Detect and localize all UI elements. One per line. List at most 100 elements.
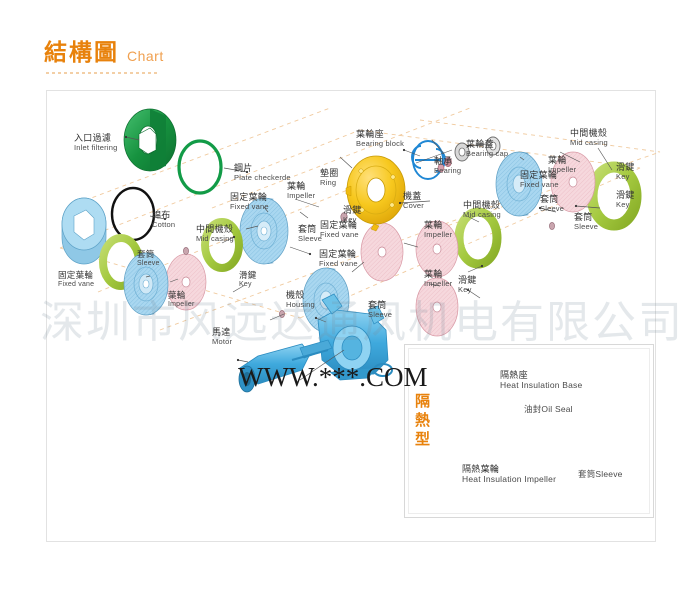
title-underline	[46, 72, 158, 74]
label-en: Fixed vane	[319, 259, 358, 269]
inlet-filter-part	[123, 108, 177, 172]
label-cn: 棉布	[152, 211, 171, 221]
label-cn: 葉輪	[424, 270, 443, 280]
label-sleeve-4: 套筒 Sleeve	[368, 301, 393, 320]
cover-part	[345, 155, 406, 232]
plate-checkerde-part	[177, 139, 223, 195]
fixed-vane-right-part	[495, 151, 543, 217]
label-impeller-left-lower: 葉輪 Impeller	[168, 292, 195, 308]
label-en: Key	[616, 200, 630, 210]
cotton-part	[110, 186, 156, 242]
label-heat-insulation-base: 隔熱座 Heat Insulation Base	[500, 371, 583, 391]
label-cn: 葉輪	[424, 221, 443, 231]
label-cn: 固定葉輪	[320, 221, 358, 231]
label-ring-1: 墊圈 Ring	[320, 169, 339, 187]
label-cn: 隔熱葉輪	[462, 465, 500, 475]
label-cotton: 棉布 Cotton	[152, 211, 175, 229]
bearing-part	[454, 142, 470, 162]
label-key-2: 滑鍵 Key	[616, 163, 635, 182]
label-en: Key	[343, 215, 357, 225]
label-en: Key	[458, 285, 472, 295]
label-cn: 固定葉輪	[319, 250, 357, 260]
label-heat-insulation-impeller: 隔熱葉輪 Heat Insulation Impeller	[462, 465, 557, 485]
label-cn: 套筒	[574, 213, 593, 223]
label-sleeve-3: 套筒 Sleeve	[574, 213, 598, 231]
label-bearing-block: 葉輪座 Bearing block	[356, 130, 405, 149]
page-title: 結構圖 Chart	[44, 42, 164, 65]
motor-part	[238, 339, 333, 393]
label-en: Mid casing	[196, 234, 234, 244]
label-en: Impeller	[548, 165, 577, 175]
label-key-1: 滑鍵 Key	[343, 206, 362, 225]
label-cn: 隔熱座	[500, 371, 528, 381]
label-impeller-4: 葉輪 Impeller	[424, 270, 452, 288]
label-fixed-vane-3: 固定葉輪 Fixed vane	[520, 171, 559, 189]
mid-casing-1-part	[61, 197, 107, 265]
label-en: 油封Oil Seal	[524, 404, 573, 414]
label-cn: 固定葉輪	[58, 271, 94, 281]
impeller-right-part	[550, 151, 596, 213]
label-en: Impeller	[424, 230, 453, 240]
label-cn: 滑鍵	[239, 271, 257, 281]
label-cn: 墊圈	[320, 169, 339, 179]
label-en: Motor	[212, 337, 233, 347]
label-en: Bearing block	[356, 139, 405, 149]
label-cn: 葉輪	[168, 291, 186, 301]
label-cn: 機蓋	[403, 192, 422, 202]
label-en: Bearing cap	[466, 149, 509, 159]
label-en: Fixed vane	[320, 230, 359, 240]
label-impeller-1: 葉輪 Impeller	[287, 182, 315, 200]
label-key-4: 滑鍵 Key	[458, 276, 477, 295]
label-en: Key	[616, 172, 630, 182]
label-motor: 馬達 Motor	[212, 328, 233, 347]
label-plate-checkerde: 鋼片 Plate checkerde	[234, 164, 291, 183]
label-en: Sleeve	[540, 204, 565, 214]
label-en: Mid casing	[570, 138, 608, 148]
label-cn: 滑鍵	[458, 276, 477, 286]
label-en: Mid casing	[463, 210, 501, 220]
label-cn: 葉輪座	[356, 130, 384, 140]
label-cn: 固定葉輪	[520, 171, 558, 181]
label-inset-sleeve: 套筒Sleeve	[578, 470, 623, 479]
label-impeller-2: 葉輪 Impeller	[424, 221, 453, 240]
label-mid-casing-2: 中間機殼 Mid casing	[463, 201, 501, 220]
label-en: Heat Insulation Impeller	[462, 474, 557, 485]
label-en: Cover	[403, 201, 425, 211]
label-cn: 葉輪蓋	[466, 140, 494, 150]
label-cn: 套筒	[368, 301, 387, 311]
label-cn: 滑鍵	[616, 163, 635, 173]
impeller-right2-part	[415, 220, 459, 278]
label-mid-casing-1: 中間機殼 Mid casing	[196, 225, 234, 244]
inset-panel-frame-inner	[408, 348, 650, 514]
label-en: Housing	[286, 300, 315, 310]
label-en: Inlet filtering	[74, 143, 118, 153]
label-en: Key	[239, 280, 252, 288]
label-mid-casing-3: 中間機殼 Mid casing	[570, 129, 608, 148]
label-fixed-vane-1: 固定葉輪 Fixed vane	[230, 193, 269, 211]
label-cn: 滑鍵	[343, 206, 362, 216]
label-key-3: 滑鍵 Key	[616, 191, 635, 210]
label-en: Sleeve	[368, 310, 393, 320]
label-cover: 機蓋 Cover	[403, 192, 425, 211]
label-cn: 滑鍵	[616, 191, 635, 201]
inset-heading: 隔熱型	[414, 392, 431, 448]
bearing-block-part	[411, 140, 446, 180]
label-en: Sleeve	[298, 234, 323, 244]
label-cn: 機殼	[286, 291, 305, 301]
label-cn: 套筒	[137, 250, 155, 260]
label-fixed-vane-left-lower: 固定葉輪 Fixed vane	[58, 272, 94, 288]
label-inlet-filtering: 入口過濾 Inlet filtering	[74, 134, 118, 153]
label-en: Heat Insulation Base	[500, 380, 583, 391]
label-sleeve-2: 套筒 Sleeve	[540, 195, 565, 214]
label-en: 套筒Sleeve	[578, 469, 623, 479]
label-cn: 葉輪	[548, 156, 567, 166]
label-oil-seal: 油封Oil Seal	[524, 405, 573, 414]
mid-casing-3-part	[201, 218, 243, 272]
impeller-lower-right-part	[415, 277, 459, 337]
label-cn: 鋼片	[234, 164, 253, 174]
label-fixed-vane-2: 固定葉輪 Fixed vane	[320, 221, 359, 240]
label-cn: 中間機殼	[463, 201, 501, 211]
label-cn: 套筒	[540, 195, 559, 205]
label-en: Plate checkerde	[234, 173, 291, 183]
